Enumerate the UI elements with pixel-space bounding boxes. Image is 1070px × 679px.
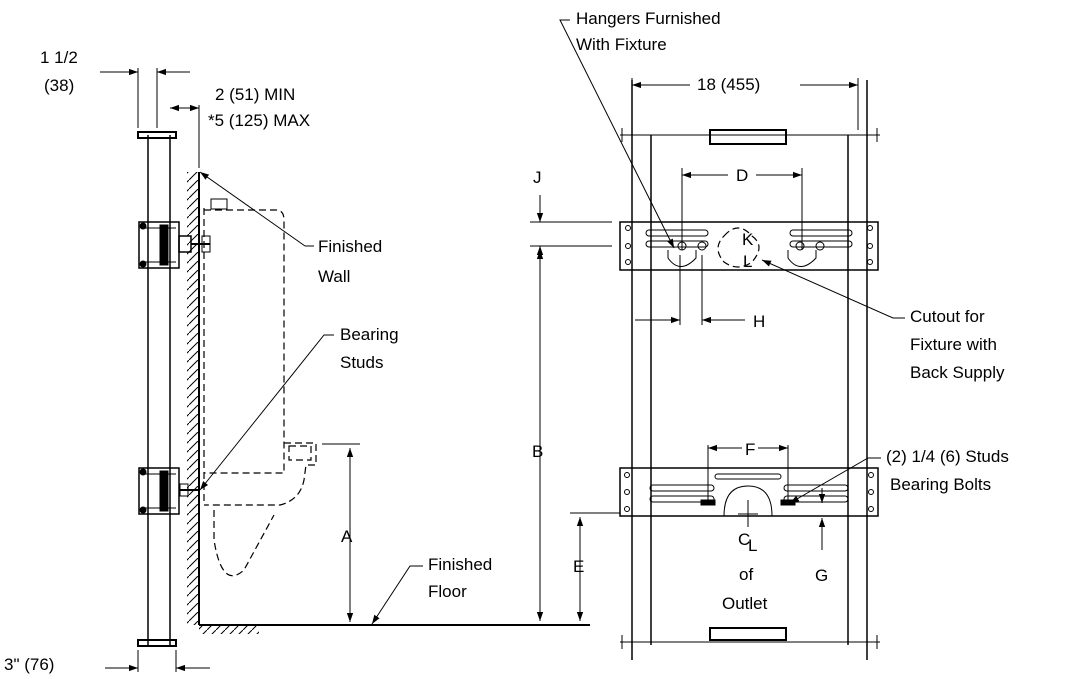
dim-2-min-label: 2 (51) MIN bbox=[215, 85, 295, 104]
dim-g-label: G bbox=[815, 566, 828, 585]
finished-wall-label-line2: Wall bbox=[318, 267, 350, 286]
dim-k-label: K bbox=[742, 230, 754, 249]
side-view: 1 1/2 (38) 2 (51) MIN *5 (125) MAX Finis… bbox=[4, 48, 590, 674]
upper-hanger-plate bbox=[619, 221, 879, 271]
dim-3-76-label: 3" (76) bbox=[4, 655, 54, 674]
dim-5-max-label: *5 (125) MAX bbox=[208, 111, 310, 130]
studs-label-line1: (2) 1/4 (6) Studs bbox=[886, 447, 1009, 466]
front-view: 18 (455) Hangers Furnished With Fixture … bbox=[530, 9, 1009, 660]
centerline-c: C bbox=[738, 530, 750, 549]
bearing-studs-label-line1: Bearing bbox=[340, 325, 399, 344]
outlet-label-line1: of bbox=[739, 565, 753, 584]
hangers-label-line2: With Fixture bbox=[576, 35, 667, 54]
front-columns bbox=[620, 80, 880, 660]
finished-floor-label-line2: Floor bbox=[428, 582, 467, 601]
dim-e-label: E bbox=[573, 557, 584, 576]
dim-j-label: J bbox=[533, 168, 542, 187]
outlet-label-line2: Outlet bbox=[722, 594, 768, 613]
dim-18-label: 18 (455) bbox=[697, 75, 760, 94]
dim-f-label: F bbox=[745, 440, 755, 459]
bearing-studs-label-line2: Studs bbox=[340, 353, 383, 372]
lower-bearing-plate bbox=[619, 467, 879, 517]
dim-1-1-2-label: 1 1/2 bbox=[40, 48, 78, 67]
finished-wall-line bbox=[187, 172, 590, 634]
urinal-outline bbox=[203, 198, 317, 577]
side-top-dimensions bbox=[100, 68, 200, 168]
cutout-label-line3: Back Supply bbox=[910, 363, 1005, 382]
dim-a-label: A bbox=[341, 527, 353, 546]
centerline-symbol: C L bbox=[738, 530, 757, 555]
finished-floor-label-line1: Finished bbox=[428, 555, 492, 574]
dim-h-label: H bbox=[753, 312, 765, 331]
dim-d-label: D bbox=[736, 166, 748, 185]
cutout-label-line1: Cutout for bbox=[910, 307, 985, 326]
centerline-l: L bbox=[748, 536, 757, 555]
studs-label-line2: Bearing Bolts bbox=[890, 475, 991, 494]
side-column bbox=[137, 131, 211, 647]
dim-38-label: (38) bbox=[44, 76, 74, 95]
cutout-label-line2: Fixture with bbox=[910, 335, 997, 354]
dim-b-label: B bbox=[532, 442, 543, 461]
dim-l-label: L bbox=[743, 252, 752, 271]
hangers-label-line1: Hangers Furnished bbox=[576, 9, 721, 28]
finished-wall-label-line1: Finished bbox=[318, 237, 382, 256]
